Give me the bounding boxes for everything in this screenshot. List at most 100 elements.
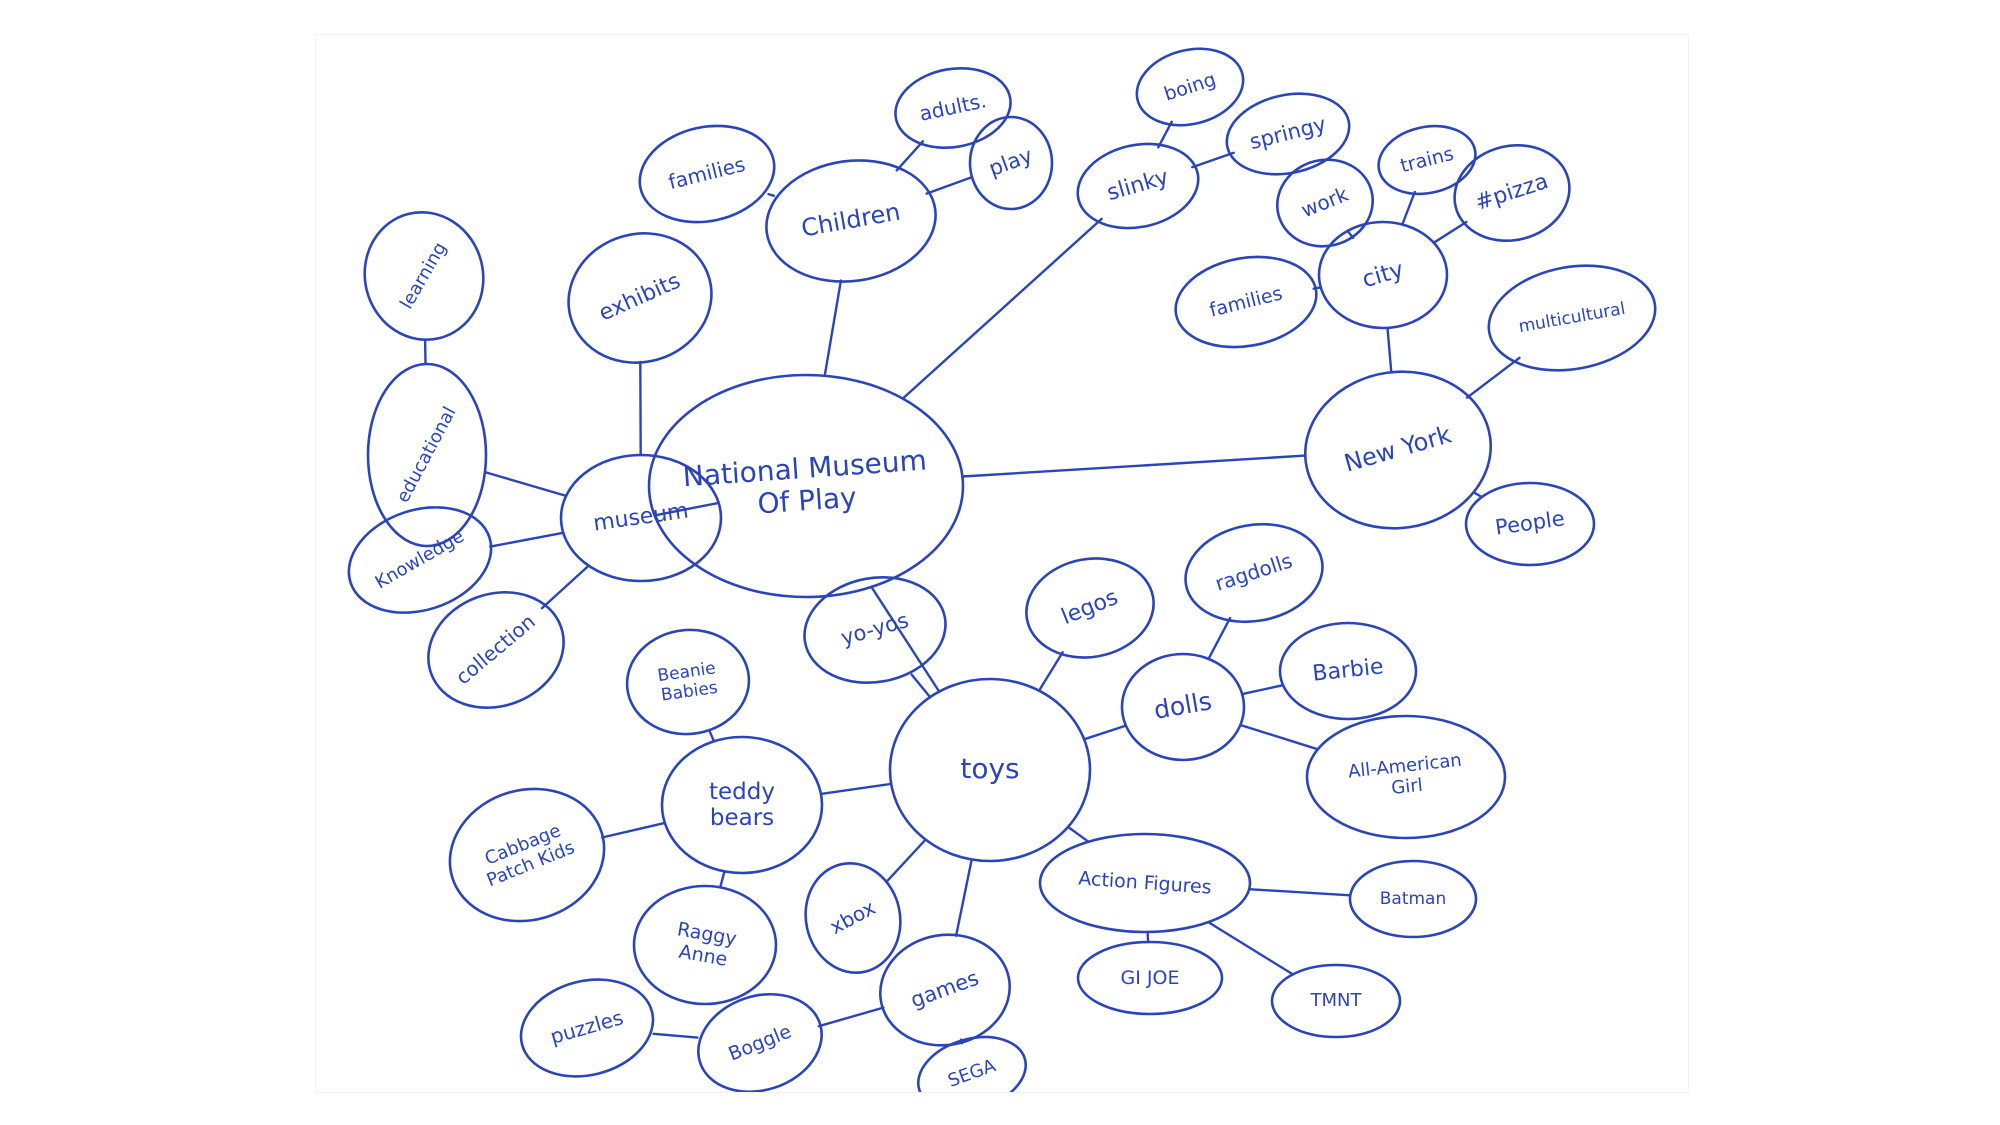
- node-city: city: [1317, 220, 1449, 330]
- label-line: People: [1494, 506, 1566, 539]
- paper-sheet: National MuseumOf Play Children families ad…: [316, 35, 1688, 1092]
- bubble-puzzles: [519, 978, 655, 1078]
- bubble-educational: [366, 362, 488, 548]
- label-line: Barbie: [1311, 654, 1384, 686]
- label-work: work: [1298, 181, 1352, 222]
- label-slinky: slinky: [1104, 165, 1171, 206]
- node-games: games: [878, 933, 1012, 1047]
- label-puzzles: puzzles: [547, 1005, 625, 1049]
- connector-toys-legos: [1037, 651, 1064, 692]
- bubble-cabbage: [448, 787, 606, 923]
- label-city: city: [1359, 256, 1406, 292]
- label-line: GI JOE: [1121, 967, 1180, 989]
- label-children: Children: [799, 198, 902, 243]
- label-line: SEGA: [945, 1055, 999, 1092]
- label-line: slinky: [1104, 165, 1171, 206]
- connector-nmp-toys: [870, 585, 941, 693]
- bubble-collection: [427, 591, 565, 709]
- connector-toys-games: [954, 858, 973, 937]
- connector-teddy-beanie: [708, 729, 716, 743]
- label-line: educational: [393, 403, 461, 506]
- connector-teddy-raggy: [719, 870, 726, 889]
- label-pizza: #pizza: [1472, 169, 1551, 216]
- bubble-legos: [1025, 557, 1155, 659]
- node-springy: springy: [1225, 92, 1351, 176]
- label-line: learning: [396, 239, 451, 313]
- label-beanie: BeanieBabies: [656, 658, 719, 705]
- label-toys: toys: [960, 752, 1019, 785]
- node-exhibits: exhibits: [567, 232, 713, 364]
- label-play: play: [986, 143, 1036, 181]
- connector-nmp-museum: [653, 501, 720, 517]
- label-nmp: National MuseumOf Play: [682, 443, 930, 525]
- bubble-tmnt: [1270, 963, 1402, 1039]
- label-line: yo-yos: [838, 608, 911, 650]
- label-games: games: [907, 966, 981, 1013]
- label-cabbage: CabbagePatch Kids: [476, 818, 578, 892]
- bubble-adults: [894, 66, 1012, 150]
- label-line: museum: [592, 498, 690, 536]
- label-line: adults.: [917, 88, 988, 126]
- label-line: TMNT: [1310, 990, 1363, 1011]
- label-sega: SEGA: [945, 1055, 999, 1092]
- connector-dolls-aag: [1239, 723, 1319, 751]
- label-exhibits: exhibits: [595, 269, 684, 327]
- connector-dolls-ragdolls: [1207, 616, 1232, 661]
- bubble-teddy: [660, 735, 824, 875]
- connector-toys-action: [1066, 825, 1090, 843]
- label-barbie: Barbie: [1311, 654, 1384, 686]
- label-line: ragdolls: [1212, 548, 1295, 595]
- bubble-springy: [1225, 92, 1351, 176]
- bubble-batman: [1348, 859, 1478, 939]
- node-boing: boing: [1135, 47, 1245, 127]
- node-multicultural: multicultural: [1487, 264, 1657, 372]
- connector-games-boggle: [817, 1006, 885, 1028]
- connector-city-pizza: [1432, 220, 1468, 244]
- node-museum: museum: [559, 453, 723, 583]
- label-line: Children: [799, 198, 902, 243]
- label-dolls: dolls: [1152, 686, 1214, 725]
- label-line: puzzles: [547, 1005, 625, 1049]
- label-line: families: [666, 151, 748, 193]
- label-xbox: xbox: [825, 895, 879, 939]
- node-slinky: slinky: [1076, 142, 1200, 230]
- connector-lines: [423, 120, 1521, 1045]
- connector-toys-dolls: [1082, 724, 1128, 741]
- connector-toys-xbox: [886, 838, 927, 882]
- bubble-play: [968, 115, 1054, 211]
- label-line: dolls: [1152, 686, 1214, 725]
- label-line: xbox: [825, 895, 879, 939]
- connector-nmp-slinky: [901, 217, 1103, 400]
- label-line: Boggle: [725, 1020, 794, 1065]
- bubble-learning: [363, 210, 485, 342]
- bubble-city: [1317, 220, 1449, 330]
- node-children: Children: [765, 159, 937, 283]
- label-line: Girl: [1390, 775, 1423, 799]
- label-gijoe: GI JOE: [1121, 967, 1180, 989]
- label-boing: boing: [1161, 68, 1218, 105]
- node-newyork: New York: [1303, 370, 1493, 530]
- node-pizza: #pizza: [1453, 143, 1571, 243]
- node-trains: trains: [1377, 124, 1477, 196]
- label-tmnt: TMNT: [1310, 990, 1363, 1011]
- bubble-museum: [559, 453, 723, 583]
- node-raggy: RaggyAnne: [632, 884, 778, 1006]
- node-bubbles: National MuseumOf Play Children families ad…: [347, 47, 1657, 1092]
- node-gijoe: GI JOE: [1076, 940, 1224, 1016]
- connector-toys-yoyos: [910, 673, 932, 699]
- node-legos: legos: [1025, 557, 1155, 659]
- bubble-boing: [1135, 47, 1245, 127]
- label-line: boing: [1161, 68, 1218, 105]
- label-aag: All-AmericanGirl: [1347, 750, 1465, 803]
- label-batman: Batman: [1380, 889, 1447, 909]
- node-families2: families: [1174, 255, 1318, 349]
- bubble-raggy: [632, 884, 778, 1006]
- connector-slinky-boing: [1157, 120, 1173, 149]
- bubble-sega: [916, 1035, 1028, 1092]
- bubble-ragdolls: [1184, 522, 1324, 624]
- label-line: bears: [710, 805, 774, 831]
- connector-children-adults: [895, 140, 925, 172]
- bubble-dolls: [1120, 652, 1246, 762]
- node-play: play: [968, 115, 1054, 211]
